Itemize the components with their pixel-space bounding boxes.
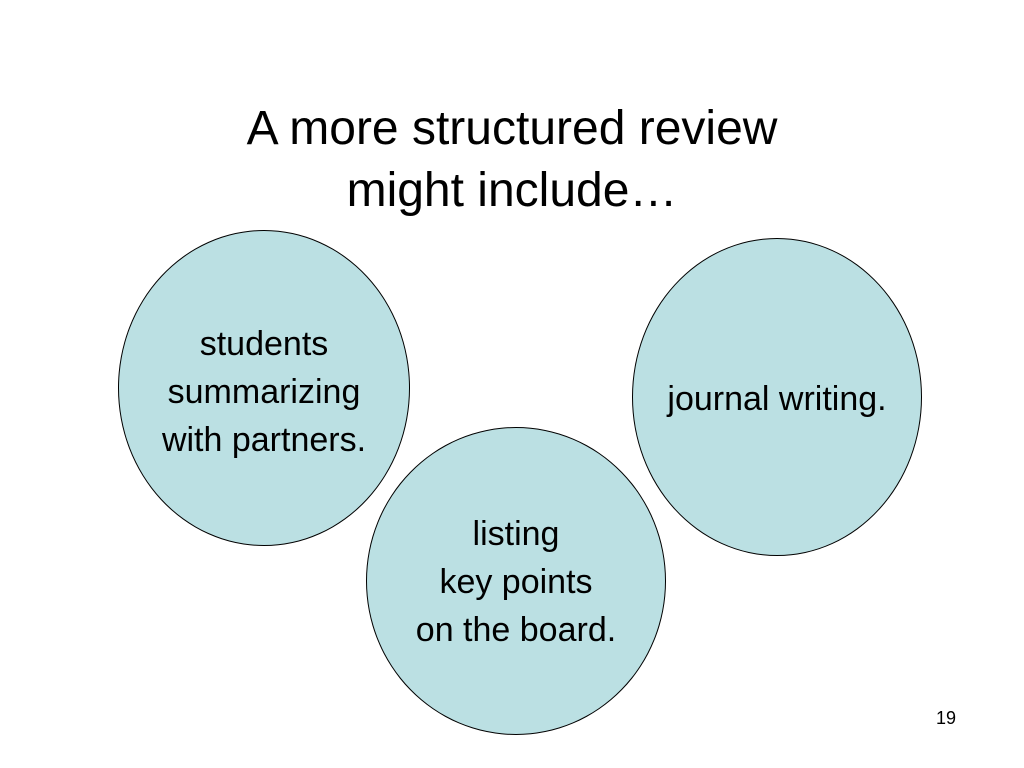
title-line-2: might include…: [346, 164, 678, 217]
bubble-students-line-3: with partners.: [161, 421, 367, 459]
bubble-students-line-2: summarizing: [167, 373, 361, 411]
bubble-listing-text: listing key points on the board.: [416, 510, 616, 654]
bubble-listing-line-1: listing: [472, 515, 560, 553]
bubble-journal-text: journal writing.: [667, 375, 886, 423]
bubble-listing-line-3: on the board.: [415, 611, 617, 649]
bubble-journal-writing: journal writing.: [632, 238, 922, 556]
bubble-students-text: students summarizing with partners.: [162, 320, 366, 464]
slide-title: A more structured review might include…: [0, 98, 1024, 222]
bubble-students-summarizing: students summarizing with partners.: [118, 230, 410, 546]
bubble-journal-line-1: journal writing.: [667, 380, 887, 418]
bubble-listing-line-2: key points: [439, 563, 593, 601]
bubble-listing-key-points: listing key points on the board.: [366, 427, 666, 735]
title-line-1: A more structured review: [246, 102, 778, 155]
bubble-students-line-1: students: [199, 325, 329, 363]
page-number: 19: [936, 708, 957, 728]
